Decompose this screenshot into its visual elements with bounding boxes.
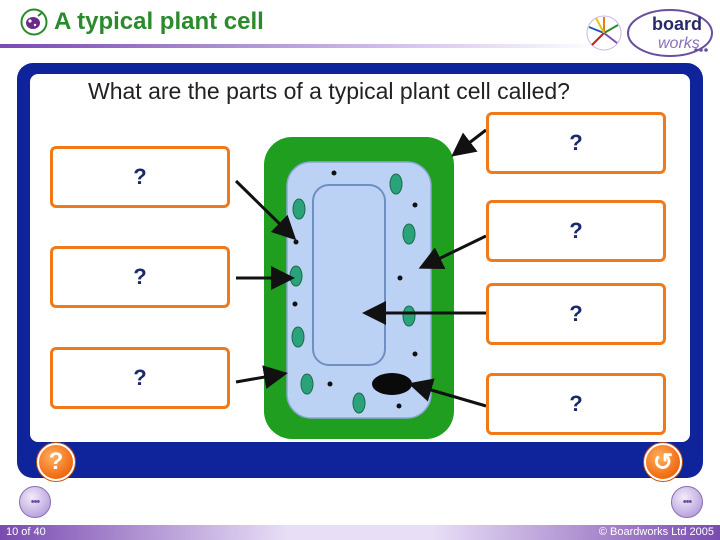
boardworks-logo: board works (586, 9, 713, 57)
logo-starburst-icon (586, 15, 622, 51)
question-text: What are the parts of a typical plant ce… (88, 78, 570, 104)
previous-slide-icon: ••• (30, 496, 41, 508)
label-box-right-2[interactable]: ? (486, 200, 666, 262)
label-box-right-3[interactable]: ? (486, 283, 666, 345)
label-box-right-1[interactable]: ? (486, 112, 666, 174)
help-button[interactable]: ? (37, 443, 75, 481)
question-icon: ? (48, 448, 64, 475)
next-slide-button[interactable]: ••• (671, 486, 703, 518)
label-box-right-4[interactable]: ? (486, 373, 666, 435)
reset-button[interactable]: ↺ (644, 443, 682, 481)
undo-icon: ↺ (652, 448, 674, 476)
footer-bar (0, 525, 720, 540)
label-box-left-1[interactable]: ? (50, 146, 230, 208)
logo-word-board: board (652, 14, 702, 34)
plant-cell-icon (20, 8, 48, 36)
slide-number: 10 of 40 (6, 526, 46, 538)
copyright-text: © Boardworks Ltd 2005 (598, 526, 714, 538)
title-divider (0, 44, 600, 48)
label-box-left-2[interactable]: ? (50, 246, 230, 308)
previous-slide-button[interactable]: ••• (19, 486, 51, 518)
page-title: A typical plant cell (54, 8, 264, 35)
label-box-left-3[interactable]: ? (50, 347, 230, 409)
logo-word-works: works (658, 35, 700, 52)
next-slide-icon: ••• (682, 496, 693, 508)
